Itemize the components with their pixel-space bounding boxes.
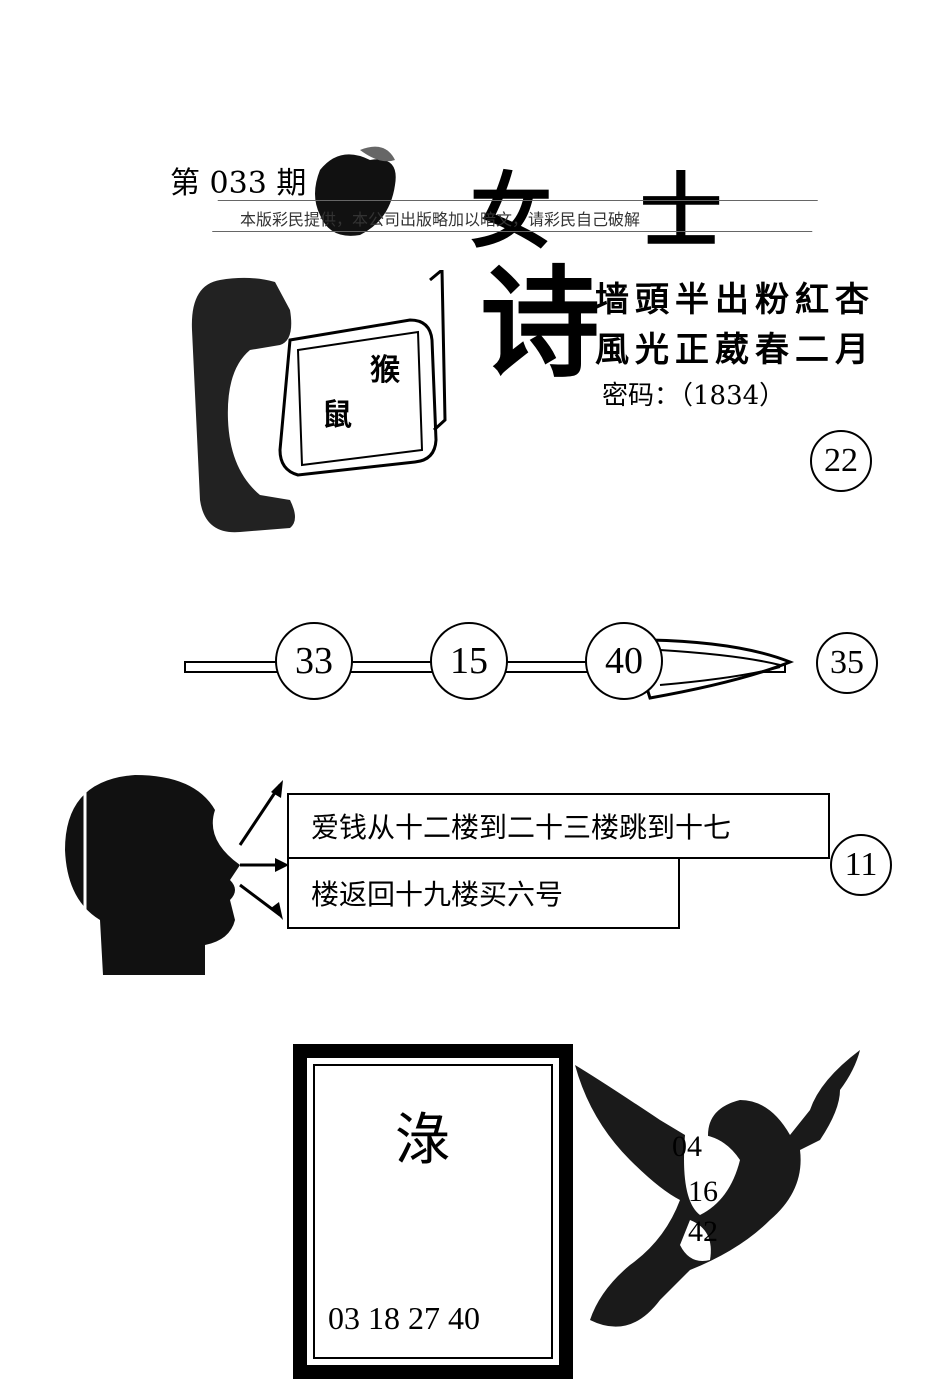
issue-number: 第 033 期 (170, 166, 307, 201)
ball-2: 15 (430, 622, 508, 700)
speaking-head-icon (65, 775, 289, 975)
speech-line-1: 爱钱从十二楼到二十三楼跳到十七 (287, 793, 830, 859)
title-char-2: 士 (640, 164, 727, 260)
badge-22: 22 (810, 430, 872, 492)
poem-line-1: 墙頭半出粉紅杏 (595, 280, 875, 320)
password-text: 密码：（1834） (602, 381, 786, 411)
zodiac-label-2: 鼠 (322, 398, 352, 433)
bird-number-3: 42 (688, 1215, 718, 1248)
title-ink-blot-icon (315, 146, 396, 236)
number-frame (293, 1044, 573, 1379)
frame-character: 淥 (395, 1108, 451, 1173)
title-char-1: 女 (470, 164, 557, 260)
poem-glyph: 诗 (480, 255, 600, 394)
ball-3: 40 (585, 622, 663, 700)
speech-line-2: 楼返回十九楼买六号 (287, 859, 680, 929)
frame-numbers: 03 18 27 40 (328, 1300, 480, 1336)
badge-35: 35 (816, 632, 878, 694)
bird-number-2: 16 (688, 1175, 718, 1208)
poem-line-2: 風光正葳春二月 (595, 330, 875, 370)
bird-number-1: 04 (672, 1130, 702, 1163)
zodiac-label-1: 猴 (370, 353, 400, 388)
ball-1: 33 (275, 622, 353, 700)
notice-text: 本版彩民提供，本公司出版略加以暗文，请彩民自己破解 (240, 210, 641, 229)
badge-11: 11 (830, 834, 892, 896)
bird-icon (575, 1050, 860, 1327)
phone-handset-icon (191, 270, 447, 533)
